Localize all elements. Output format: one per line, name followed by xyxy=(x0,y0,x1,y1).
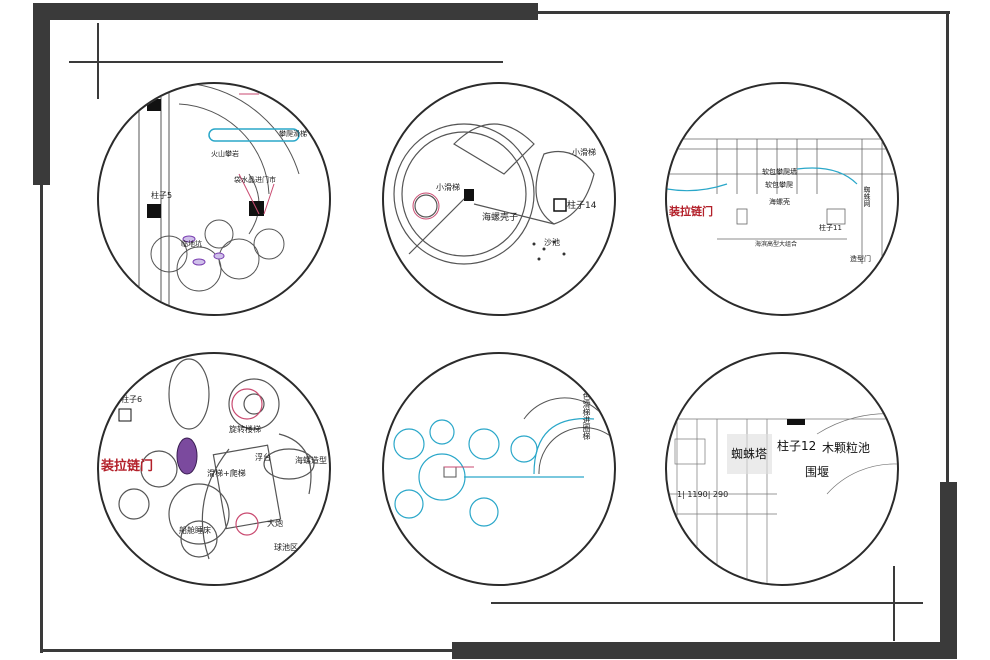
label-dims: 1| 1190| 290 xyxy=(677,490,729,499)
label-slide-climb: 滑梯+爬梯 xyxy=(207,469,246,478)
floorplan-drawing-4 xyxy=(118,358,315,560)
cross-line-bottom-h xyxy=(491,602,923,604)
floorplan-circle-6: 柱子12 蜘蛛塔 木颗粒池 围堰 1| 1190| 290 xyxy=(665,352,899,586)
label-door: 造型门 xyxy=(850,255,871,263)
label-pillar5: 柱子5 xyxy=(151,191,173,200)
floorplan-circle-4: 柱子6 装拉链门 旋转楼梯 滑梯+爬梯 浮台 海螺造型 大炮 船舱睡床 球池区 xyxy=(97,352,331,586)
label-spiral: 旋转楼梯 xyxy=(229,425,261,434)
label-sea-snail: 海螺壳子 xyxy=(482,213,519,223)
floorplan-drawing-3 xyxy=(667,138,897,264)
floorplan-drawing-2 xyxy=(393,123,595,265)
label-platform: 浮台 xyxy=(255,453,271,462)
label-spider-tower: 蜘蛛塔 xyxy=(731,447,768,461)
label-waterfall-entry: 袋水晶进门市 xyxy=(234,176,276,184)
label-ship-bed: 船舱睡床 xyxy=(179,526,211,535)
label-zipper-door: 装拉链门 xyxy=(101,459,154,474)
label-climb-slide: 攀爬滑梯 xyxy=(279,130,307,138)
cross-line-top-h xyxy=(69,61,503,63)
label-sea-shape: 海螺造型 xyxy=(295,456,327,465)
floorplan-circle-1: 柱子5 袋水晶进门市 临地坑 攀爬滑梯 火山攀岩 xyxy=(97,82,331,316)
frame-thin-left xyxy=(40,11,43,653)
label-big-gun: 大炮 xyxy=(267,519,283,528)
label-zipper-door: 装拉链门 xyxy=(669,205,713,218)
label-soft-climb-b: 软包攀爬 xyxy=(765,181,793,189)
label-sunken-pit: 临地坑 xyxy=(181,240,202,248)
label-soft-climb-a: 软包攀爬墙 xyxy=(762,168,797,176)
label-pillar6: 柱子6 xyxy=(121,395,143,404)
floorplan-drawing-6 xyxy=(667,413,897,584)
label-pillar12: 柱子12 xyxy=(777,439,817,453)
label-side-text: 色滑梯进圈梯 xyxy=(582,392,591,440)
frame-thin-top xyxy=(48,11,950,14)
label-shell: 海螺壳 xyxy=(769,198,790,206)
label-volcano: 火山攀岩 xyxy=(211,150,239,158)
label-pillar14: 柱子14 xyxy=(567,201,597,211)
frame-thick-bottom xyxy=(452,642,957,659)
cross-line-top-v xyxy=(97,23,99,99)
label-wood-pool: 木颗粒池 xyxy=(822,441,871,455)
label-small-slide-a: 小滑梯 xyxy=(436,183,460,192)
label-weir: 围堰 xyxy=(805,465,830,479)
label-sand: 沙池 xyxy=(544,238,560,247)
frame-thin-right xyxy=(946,11,949,651)
label-pillar11: 柱子11 xyxy=(819,224,842,232)
cross-line-bottom-v xyxy=(893,566,895,641)
label-ocean-pool: 球池区 xyxy=(274,543,298,552)
label-small-slide-b: 小滑梯 xyxy=(572,148,596,157)
floorplan-drawing-1 xyxy=(138,84,300,314)
floorplan-circle-3: 装拉链门 柱子11 软包攀爬墙 软包攀爬 海螺壳 蜘蛛网 海滨高型大组合 造型门 xyxy=(665,82,899,316)
label-bottom-note: 海滨高型大组合 xyxy=(755,241,798,248)
frame-thick-right xyxy=(940,482,957,659)
label-spider: 蜘蛛网 xyxy=(863,186,871,207)
floorplan-circle-5: 色滑梯进圈梯 xyxy=(382,352,616,586)
floorplan-circle-2: 小滑梯 小滑梯 柱子14 海螺壳子 沙池 xyxy=(382,82,616,316)
floorplan-drawing-5 xyxy=(393,397,614,527)
